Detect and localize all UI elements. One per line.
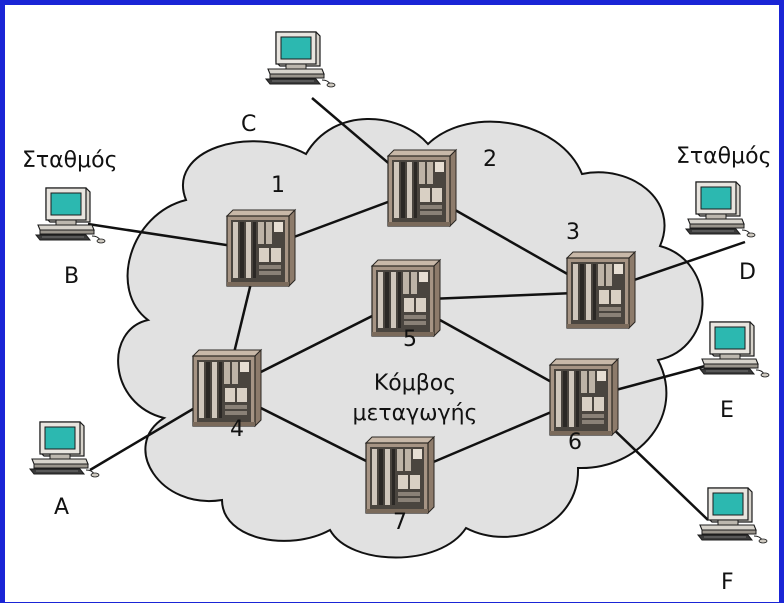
station-label-E: E <box>720 398 734 423</box>
switch-icon-node-4 <box>192 349 262 427</box>
node-label-6: 6 <box>568 430 582 455</box>
computer-icon-station-E <box>699 321 770 378</box>
switch-icon-node-6 <box>549 358 619 436</box>
node-label-7: 7 <box>393 510 407 535</box>
station-label-A: A <box>54 495 70 520</box>
station-label-C: C <box>241 112 257 137</box>
switch-icon-node-7 <box>365 436 435 514</box>
node-label-1: 1 <box>271 173 285 198</box>
station-label-B: B <box>64 264 80 289</box>
computer-icon-station-C <box>265 31 336 88</box>
computer-icon-station-D <box>685 181 756 238</box>
station-label-F: F <box>721 570 734 595</box>
node-caption-line2: μεταγωγής <box>352 401 478 426</box>
node-label-4: 4 <box>230 417 244 442</box>
station-label-D: D <box>739 260 756 285</box>
node-label-2: 2 <box>483 147 497 172</box>
switch-icon-node-5 <box>371 259 441 337</box>
node-caption-line1: Κόμβος <box>373 371 457 396</box>
switch-icon-node-3 <box>566 251 636 329</box>
station-label-left: Σταθμός <box>22 148 118 173</box>
computer-icon-station-B <box>35 187 106 244</box>
node-label-5: 5 <box>403 327 417 352</box>
switch-icon-node-1 <box>226 209 296 287</box>
computer-icon-station-A <box>29 421 100 478</box>
station-label-right: Σταθμός <box>676 144 772 169</box>
switch-icon-node-2 <box>387 149 457 227</box>
node-label-3: 3 <box>566 220 580 245</box>
computer-icon-station-F <box>697 487 768 544</box>
